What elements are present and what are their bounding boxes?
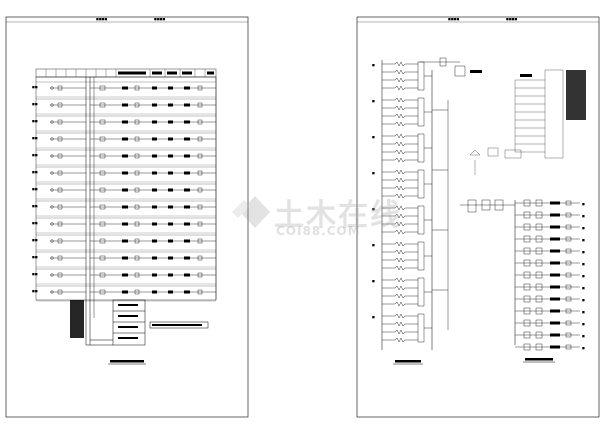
watermark-text: 土木在线 <box>274 198 402 233</box>
right-sheet-border <box>356 16 600 418</box>
left-sheet-title-a: ■■■■ <box>96 17 108 21</box>
svg-text:■■: ■■ <box>32 85 38 89</box>
left-sheet-title-b: ■■■■ <box>154 17 166 21</box>
schedule-header <box>35 68 217 78</box>
svg-text:■: ■ <box>582 202 585 206</box>
terminal-block <box>469 69 586 175</box>
svg-text:■: ■ <box>372 63 375 67</box>
right-sheet: ■ <box>356 16 600 418</box>
floor-rows: ■■ <box>31 81 217 302</box>
left-sheet-border <box>5 16 249 418</box>
feeder-diagram: ■ <box>371 60 449 350</box>
watermark-url: COI88.COM <box>276 224 361 238</box>
left-sheet: ■■ <box>5 16 249 418</box>
distribution-tree: ■ <box>460 199 586 351</box>
watermark-logo-icon <box>232 196 270 228</box>
right-sheet-title-b: ■■■■ <box>506 17 518 21</box>
top-components <box>420 57 532 77</box>
meter-panel <box>70 299 209 346</box>
right-sheet-title-a: ■■■■ <box>448 17 460 21</box>
